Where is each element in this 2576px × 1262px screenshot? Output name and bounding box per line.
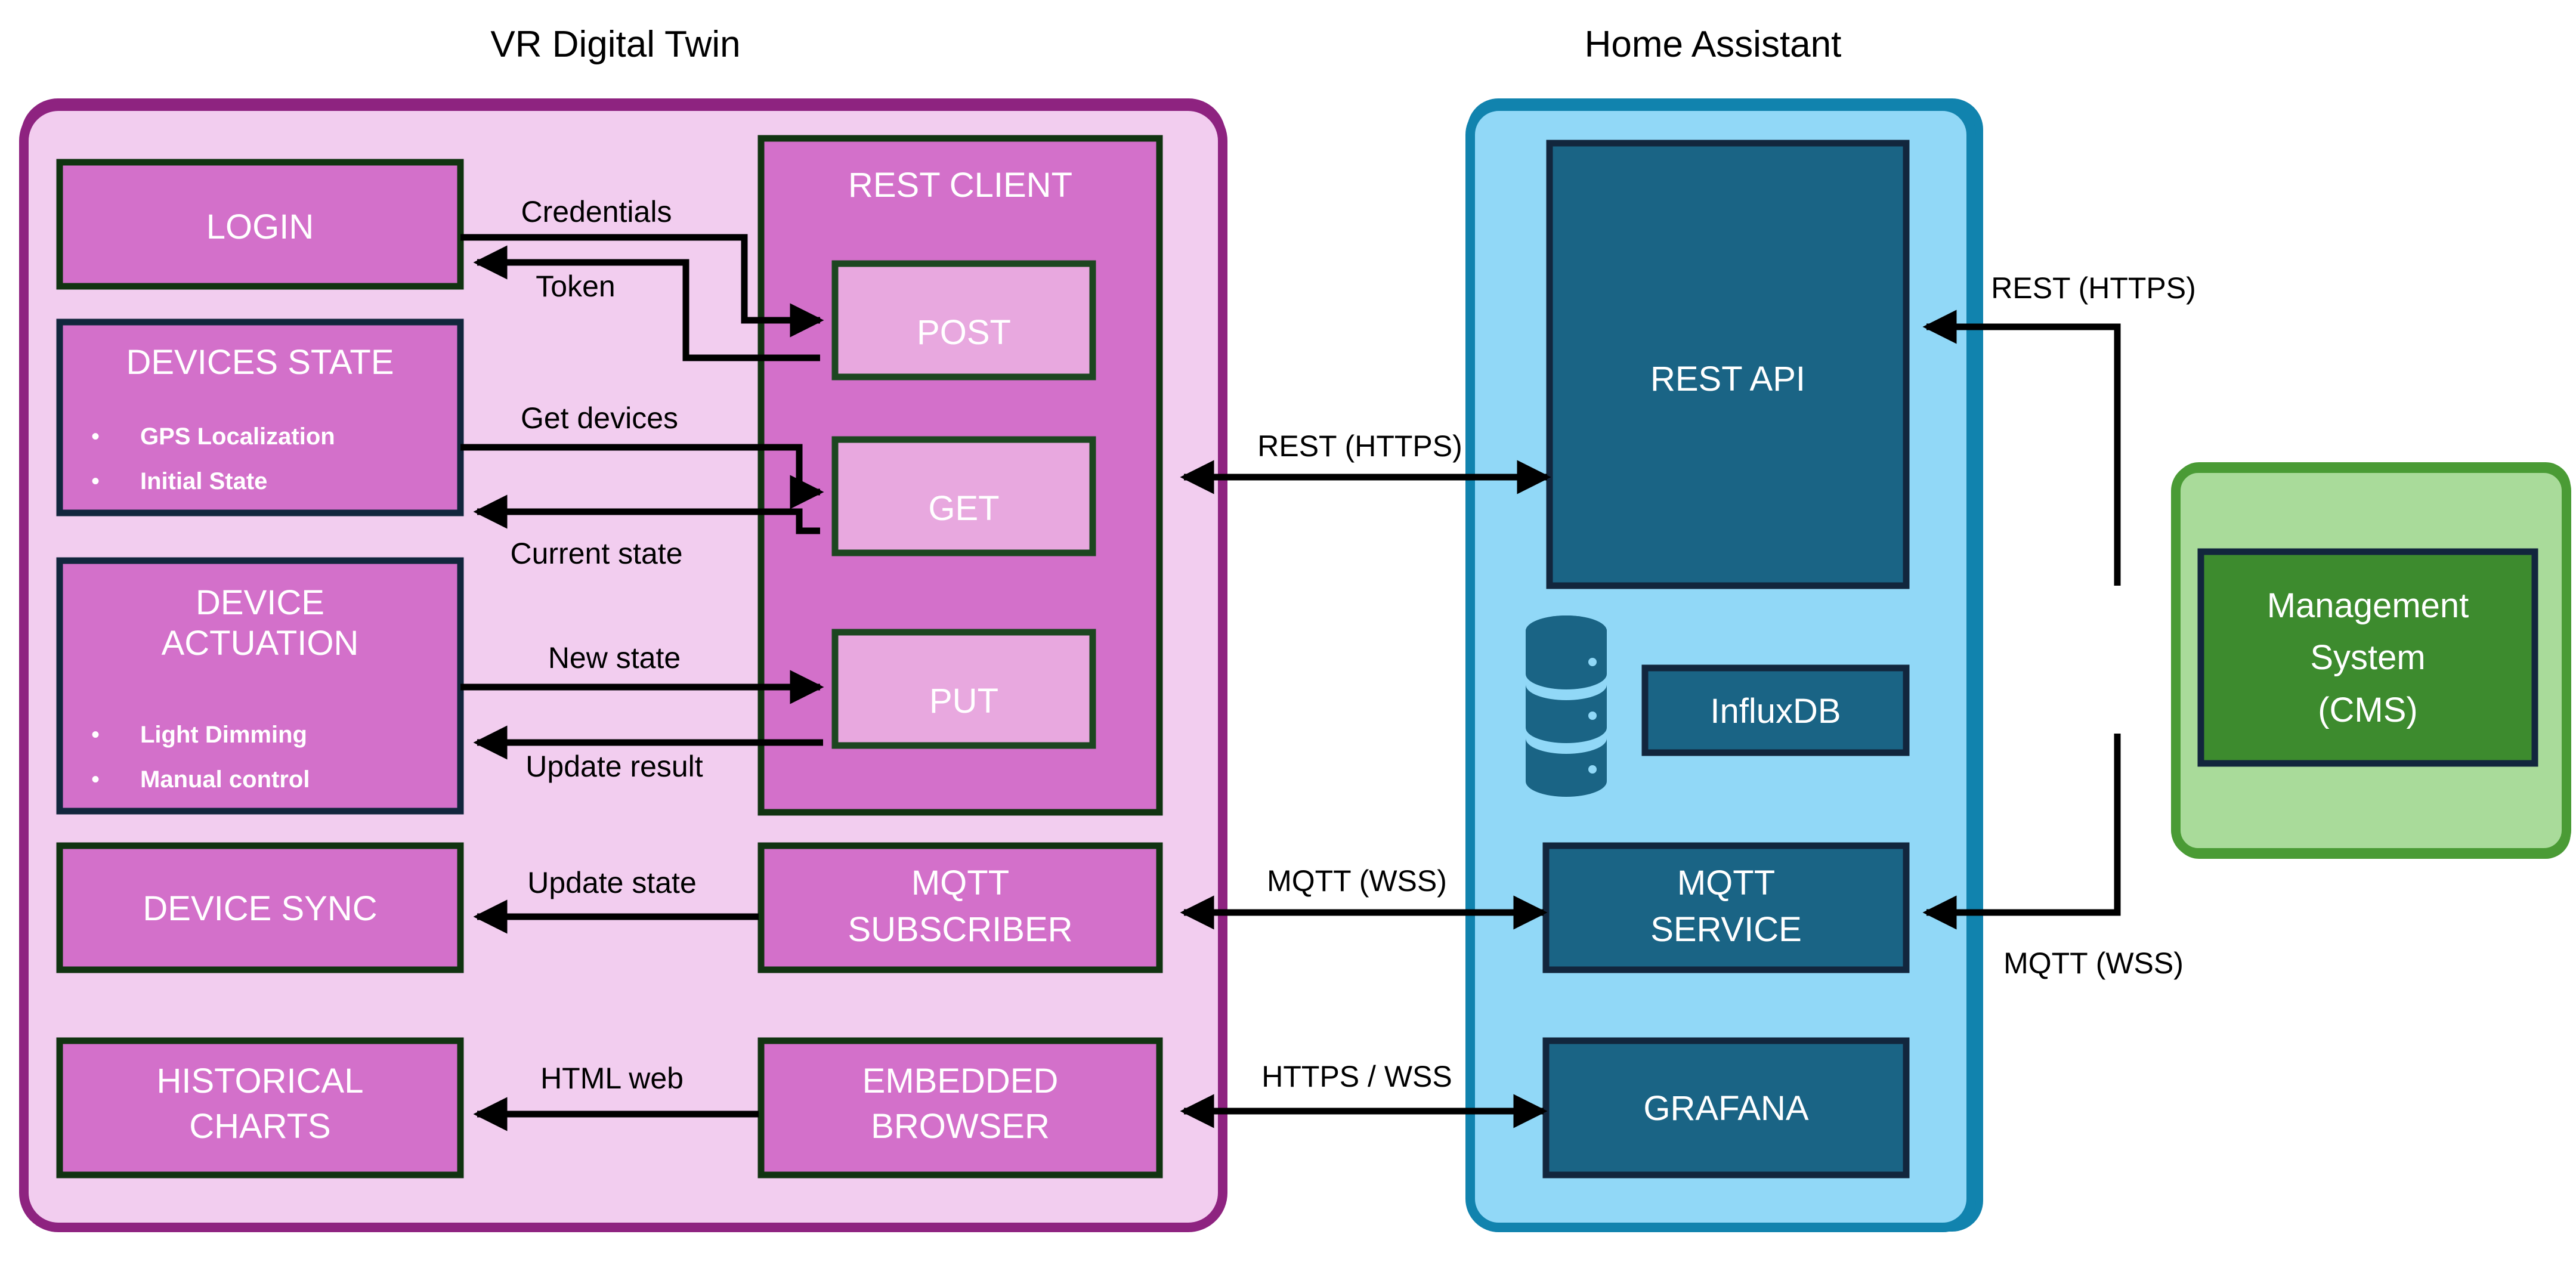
box-historical-charts-label-2: CHARTS xyxy=(189,1107,330,1146)
box-influxdb-label: InfluxDB xyxy=(1710,692,1841,731)
database-icon xyxy=(1526,615,1607,797)
box-login-label: LOGIN xyxy=(206,208,314,246)
box-post-rect xyxy=(831,260,1096,381)
flow-cms-mqtt-line xyxy=(1922,734,2121,930)
box-device-sync[interactable]: DEVICE SYNC xyxy=(56,842,464,973)
box-embedded-browser-label-2: BROWSER xyxy=(871,1107,1050,1146)
flow-html-web-label: HTML web xyxy=(540,1062,684,1095)
box-login-rect xyxy=(56,159,464,290)
box-cms-label-3: (CMS) xyxy=(2318,691,2418,729)
box-influxdb[interactable]: InfluxDB xyxy=(1641,664,1910,756)
box-rest-client-label: REST CLIENT xyxy=(848,166,1072,205)
box-cms-label-2: System xyxy=(2310,638,2425,677)
box-mqtt-service-label-2: SERVICE xyxy=(1650,910,1802,949)
box-device-actuation-rect xyxy=(56,557,464,815)
box-device-actuation-bullet-1: Light Dimming xyxy=(140,722,307,748)
box-devices-state-rect xyxy=(56,318,464,516)
box-device-actuation-bullet-2: Manual control xyxy=(140,766,310,793)
bullet-dot-icon: • xyxy=(91,722,100,748)
box-embedded-browser-label-1: EMBEDDED xyxy=(862,1062,1059,1100)
vr-panel-title: VR Digital Twin xyxy=(490,24,740,65)
box-login[interactable]: LOGIN xyxy=(56,159,464,290)
box-mqtt-subscriber[interactable]: MQTT SUBSCRIBER xyxy=(757,842,1163,973)
box-devices-state-label: DEVICES STATE xyxy=(126,343,394,382)
flow-vr-ha-httpswss-label: HTTPS / WSS xyxy=(1261,1060,1452,1093)
box-devices-state-bullet-1: GPS Localization xyxy=(140,423,335,450)
box-get-label: GET xyxy=(928,489,999,528)
box-device-actuation-label-2: ACTUATION xyxy=(162,624,359,663)
flow-credentials-line xyxy=(460,234,824,338)
box-device-actuation[interactable]: DEVICE ACTUATION • Light Dimming • Manua… xyxy=(56,557,464,815)
flow-update-result-label: Update result xyxy=(525,750,703,783)
bullet-dot-icon: • xyxy=(91,468,100,494)
box-rest-api[interactable]: REST API xyxy=(1546,140,1910,589)
box-embedded-browser-rect xyxy=(757,1037,1163,1179)
box-cms-rect xyxy=(2197,548,2538,767)
box-embedded-browser[interactable]: EMBEDDED BROWSER xyxy=(757,1037,1163,1179)
flow-token-line xyxy=(473,245,820,361)
box-mqtt-subscriber-label-2: SUBSCRIBER xyxy=(848,910,1072,949)
flow-cms-rest-line xyxy=(1922,310,2121,586)
flow-current-state-label: Current state xyxy=(510,537,682,570)
flow-credentials-label: Credentials xyxy=(521,195,672,228)
box-grafana-rect xyxy=(1542,1037,1910,1179)
box-grafana-label: GRAFANA xyxy=(1643,1089,1808,1128)
flow-token-label: Token xyxy=(536,270,615,303)
box-put-rect xyxy=(831,629,1096,749)
box-get[interactable]: GET xyxy=(831,436,1096,556)
box-devices-state-bullet-2: Initial State xyxy=(140,468,267,494)
box-devices-state[interactable]: DEVICES STATE • GPS Localization • Initi… xyxy=(56,318,464,516)
box-grafana[interactable]: GRAFANA xyxy=(1542,1037,1910,1179)
box-mqtt-service[interactable]: MQTT SERVICE xyxy=(1542,842,1910,973)
box-rest-api-rect xyxy=(1546,140,1910,589)
box-influxdb-rect xyxy=(1641,664,1910,756)
box-cms[interactable]: Management System (CMS) xyxy=(2197,548,2538,767)
box-historical-charts[interactable]: HISTORICAL CHARTS xyxy=(56,1037,464,1179)
flow-get-devices-label: Get devices xyxy=(521,401,678,435)
box-mqtt-subscriber-label-1: MQTT xyxy=(911,864,1009,902)
box-rest-api-label: REST API xyxy=(1650,360,1805,398)
box-cms-label-1: Management xyxy=(2267,586,2469,625)
box-historical-charts-label-1: HISTORICAL xyxy=(156,1062,363,1100)
flow-cms-mqtt-label: MQTT (WSS) xyxy=(2003,946,2184,980)
box-post-label: POST xyxy=(917,313,1011,352)
flow-vr-ha-mqtt-label: MQTT (WSS) xyxy=(1267,864,1447,898)
box-historical-charts-rect xyxy=(56,1037,464,1179)
box-device-sync-label: DEVICE SYNC xyxy=(143,889,377,928)
ha-panel-title: Home Assistant xyxy=(1585,24,1842,65)
box-post[interactable]: POST xyxy=(831,260,1096,381)
bullet-dot-icon: • xyxy=(91,766,100,793)
flow-vr-ha-rest-label: REST (HTTPS) xyxy=(1257,429,1462,463)
box-rest-client[interactable]: REST CLIENT POST GET PUT xyxy=(757,135,1163,816)
box-put[interactable]: PUT xyxy=(831,629,1096,749)
box-mqtt-subscriber-rect xyxy=(757,842,1163,973)
box-put-label: PUT xyxy=(929,682,998,720)
box-mqtt-service-label-1: MQTT xyxy=(1677,864,1775,902)
flow-new-state-label: New state xyxy=(548,641,681,675)
box-device-sync-rect xyxy=(56,842,464,973)
flow-get-devices-line xyxy=(460,444,824,509)
flow-update-state-label: Update state xyxy=(527,866,697,899)
flow-cms-rest-label: REST (HTTPS) xyxy=(1991,271,2196,305)
box-get-rect xyxy=(831,436,1096,556)
bullet-dot-icon: • xyxy=(91,423,100,450)
box-device-actuation-label-1: DEVICE xyxy=(196,583,324,622)
flow-current-state-line xyxy=(473,494,820,534)
